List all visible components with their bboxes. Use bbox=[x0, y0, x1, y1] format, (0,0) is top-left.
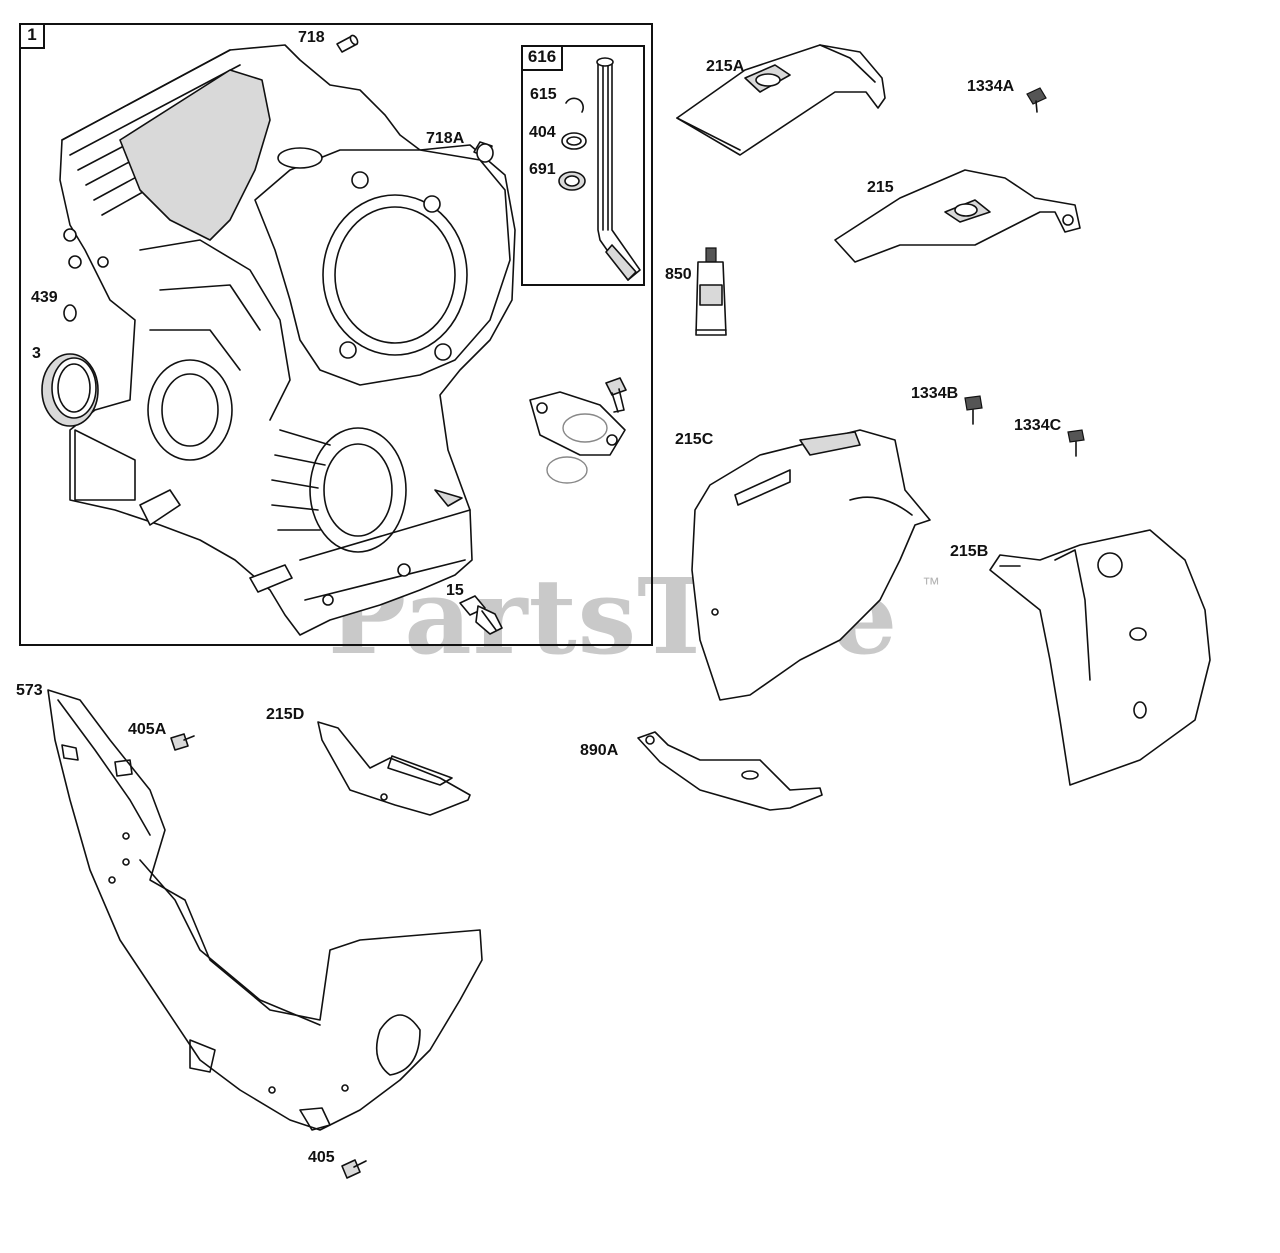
bolt-15 bbox=[459, 595, 503, 635]
crankcase-drawing bbox=[59, 44, 516, 636]
dowel-pin-718 bbox=[336, 34, 359, 53]
o-ring-404 bbox=[561, 132, 587, 150]
shroud-215c bbox=[691, 429, 931, 701]
callout-405a[interactable]: 405A bbox=[128, 721, 167, 738]
callout-718a[interactable]: 718A bbox=[426, 130, 465, 147]
callout-890a[interactable]: 890A bbox=[580, 742, 619, 759]
screw-405 bbox=[341, 1159, 367, 1179]
callout-15[interactable]: 15 bbox=[446, 582, 464, 599]
retaining-ring-615 bbox=[565, 97, 584, 113]
callout-850[interactable]: 850 bbox=[665, 266, 692, 283]
screw-405a bbox=[170, 733, 195, 751]
callout-215a[interactable]: 215A bbox=[706, 58, 745, 75]
callout-1334c[interactable]: 1334C bbox=[1014, 417, 1062, 434]
blower-housing-573 bbox=[47, 689, 483, 1131]
air-guide-215 bbox=[834, 169, 1081, 263]
trademark-symbol: ™ bbox=[922, 574, 940, 594]
crankcase-group-box: 1 bbox=[19, 23, 653, 646]
oil-seal-3 bbox=[41, 353, 99, 427]
screw-1334c bbox=[1067, 429, 1085, 457]
callout-439[interactable]: 439 bbox=[31, 289, 58, 306]
callout-1334a[interactable]: 1334A bbox=[967, 78, 1015, 95]
crankcase-group-tag: 1 bbox=[19, 23, 45, 49]
callout-215[interactable]: 215 bbox=[867, 179, 894, 196]
dipstick-drawing bbox=[596, 57, 641, 281]
gasket-bolt bbox=[605, 377, 627, 413]
bracket-890a bbox=[637, 731, 823, 811]
bushing-718a bbox=[473, 141, 494, 163]
callout-691[interactable]: 691 bbox=[529, 161, 556, 178]
callout-718[interactable]: 718 bbox=[298, 29, 325, 46]
breather-gasket bbox=[529, 391, 626, 484]
callout-215c[interactable]: 215C bbox=[675, 431, 714, 448]
dipstick-group-tag: 616 bbox=[521, 45, 563, 71]
screw-1334a bbox=[1026, 87, 1047, 113]
callout-615[interactable]: 615 bbox=[530, 86, 557, 103]
dipstick-group-box: 616 bbox=[521, 45, 645, 286]
shroud-215b bbox=[989, 529, 1211, 786]
air-guide-215a bbox=[676, 44, 886, 156]
callout-404[interactable]: 404 bbox=[529, 124, 556, 141]
callout-1334b[interactable]: 1334B bbox=[911, 385, 959, 402]
screw-1334b bbox=[964, 395, 983, 425]
callout-215d[interactable]: 215D bbox=[266, 706, 305, 723]
seal-691 bbox=[558, 171, 586, 191]
sealant-tube-850 bbox=[695, 247, 727, 336]
callout-3[interactable]: 3 bbox=[32, 345, 41, 362]
callout-573[interactable]: 573 bbox=[16, 682, 43, 699]
baffle-215d bbox=[317, 721, 471, 816]
washer-439 bbox=[63, 304, 77, 322]
callout-405[interactable]: 405 bbox=[308, 1149, 335, 1166]
callout-215b[interactable]: 215B bbox=[950, 543, 989, 560]
